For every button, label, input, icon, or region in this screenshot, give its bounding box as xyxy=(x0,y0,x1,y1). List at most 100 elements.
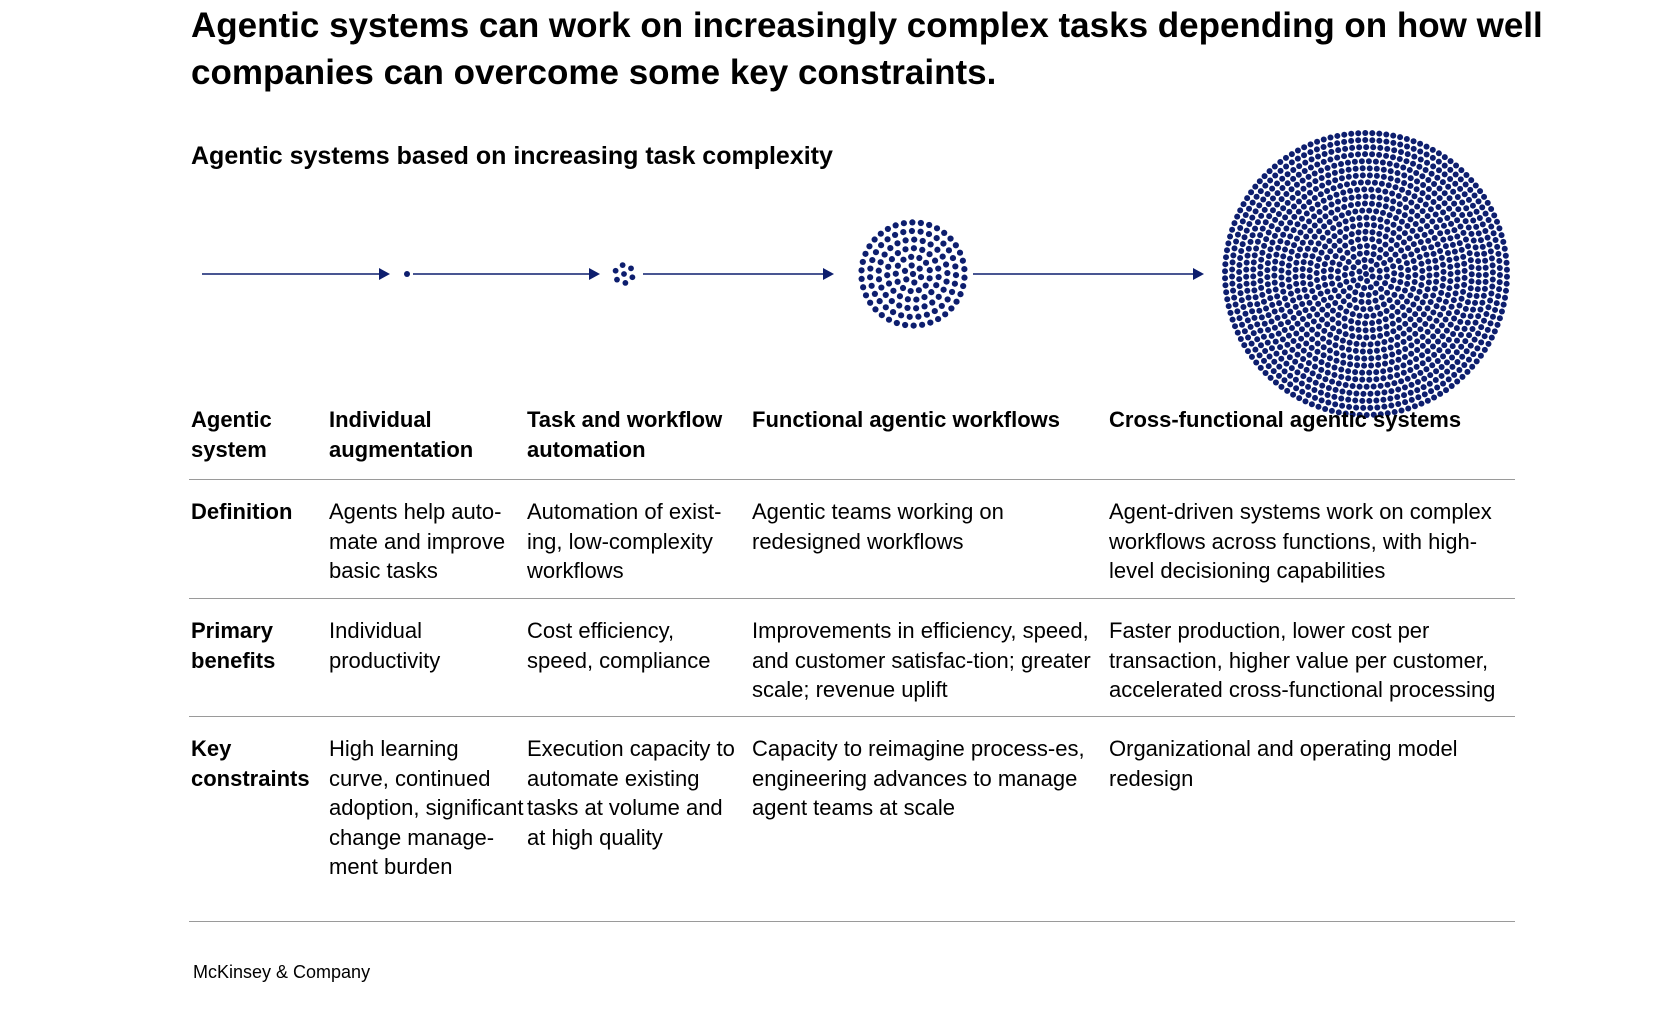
cluster-dot xyxy=(1353,390,1360,397)
cluster-dot xyxy=(1295,208,1302,215)
publisher-credit: McKinsey & Company xyxy=(193,962,371,982)
cluster-dot xyxy=(1291,213,1298,220)
cluster-dot xyxy=(1473,223,1480,230)
cluster-dot xyxy=(1453,325,1460,332)
cluster-dot xyxy=(1296,246,1303,253)
cluster-dot xyxy=(1459,212,1466,219)
cluster-dot xyxy=(1352,376,1359,383)
cluster-dot xyxy=(1444,214,1451,221)
cluster-dot xyxy=(1447,175,1454,182)
cluster-dot xyxy=(1448,382,1455,389)
cluster-dot xyxy=(1440,380,1447,387)
cluster-dot xyxy=(1321,223,1328,230)
cluster-dot xyxy=(1303,366,1310,373)
cluster-dot xyxy=(1326,355,1333,362)
cluster-dot xyxy=(1441,190,1448,197)
cluster-dot xyxy=(1350,223,1357,230)
cluster-dot xyxy=(1467,342,1474,349)
cluster-dot xyxy=(1327,248,1334,255)
cluster-dot xyxy=(1333,357,1340,364)
cluster-dot xyxy=(1322,204,1329,211)
cluster-dot xyxy=(1350,180,1357,187)
cluster-dot xyxy=(1314,161,1321,168)
cluster-dot xyxy=(1261,320,1268,327)
cluster-dot xyxy=(1378,180,1385,187)
constraints-cell: Capacity to reimagine process-es, engine… xyxy=(752,736,1085,820)
cluster-dot xyxy=(1344,249,1351,256)
cluster-dot xyxy=(1278,355,1285,362)
cluster-dot xyxy=(1448,220,1455,227)
cluster-dot xyxy=(1382,233,1389,240)
cluster-dot xyxy=(1489,276,1496,283)
cluster-dot xyxy=(1453,283,1460,290)
cluster-dot xyxy=(915,287,922,294)
row-label-definition: Definition xyxy=(191,499,293,524)
cluster-dot xyxy=(1431,234,1438,241)
cluster-dot xyxy=(1490,230,1497,237)
cluster-dot xyxy=(1294,221,1301,228)
cluster-dot xyxy=(1278,306,1285,313)
cluster-dot xyxy=(1222,261,1229,268)
cluster-dot xyxy=(1341,323,1348,330)
cluster-dot xyxy=(1467,186,1474,193)
cluster-dot xyxy=(1319,382,1326,389)
cluster-dot xyxy=(1328,209,1335,216)
cluster-dot xyxy=(1488,334,1495,341)
cluster-dot xyxy=(1462,181,1469,188)
cluster-dot xyxy=(1457,185,1464,192)
cluster-dot xyxy=(1376,274,1383,281)
cluster-dot xyxy=(1312,178,1319,185)
cluster-dot xyxy=(1416,316,1423,323)
cluster-dot xyxy=(1487,320,1494,327)
cluster-dot xyxy=(1433,264,1440,271)
cluster-dot xyxy=(1454,233,1461,240)
cluster-dot xyxy=(1300,356,1307,363)
cluster-dot xyxy=(1286,354,1293,361)
cluster-dot xyxy=(1356,250,1363,257)
cluster-dot xyxy=(1261,173,1268,180)
cluster-dot xyxy=(1287,372,1294,379)
cluster-dot xyxy=(1361,362,1368,369)
cluster-dot xyxy=(1302,307,1309,314)
cluster-dot xyxy=(1429,323,1436,330)
cluster-dot xyxy=(1422,321,1429,327)
cluster-dot xyxy=(1450,211,1457,218)
cluster-dot xyxy=(1280,288,1287,295)
constraints-cell: Execution capacity to automate existing … xyxy=(527,736,735,850)
cluster-dot xyxy=(1402,196,1409,203)
cluster-dot xyxy=(1417,148,1424,155)
cluster-dot xyxy=(1354,362,1361,369)
cluster-dot xyxy=(1277,238,1284,245)
cluster-dot xyxy=(1468,278,1475,285)
cluster-dot xyxy=(917,274,925,281)
cluster-dot xyxy=(1335,147,1342,154)
cluster-dot xyxy=(1303,293,1310,300)
cluster-dot xyxy=(1319,182,1326,189)
cluster-dot xyxy=(1400,330,1407,337)
cluster-dot xyxy=(919,237,926,245)
cluster-dot xyxy=(1458,246,1465,253)
cluster-dot xyxy=(404,271,410,277)
cluster-dot xyxy=(943,278,950,285)
cluster-dot xyxy=(1403,260,1410,267)
cluster-dot xyxy=(1422,201,1429,208)
cluster-dot xyxy=(1456,367,1463,374)
cluster-dot xyxy=(1441,200,1448,207)
cluster-dot xyxy=(1500,238,1507,245)
cluster-dot xyxy=(1460,288,1467,295)
cluster-dot xyxy=(1488,290,1495,297)
cluster-dot xyxy=(1373,280,1380,287)
cluster-dot xyxy=(1413,233,1420,240)
cluster-dot xyxy=(1324,164,1331,171)
cluster-dot xyxy=(1320,275,1327,282)
cluster-dot xyxy=(1442,298,1449,305)
cluster-dot xyxy=(1329,316,1336,323)
cluster-dot xyxy=(1369,137,1376,144)
cluster-dot xyxy=(1258,342,1264,349)
cluster-dot xyxy=(1448,303,1455,310)
header-individual-augmentation: Individual augmentation xyxy=(329,407,474,462)
cluster-dot xyxy=(1268,345,1275,352)
cluster-dot xyxy=(1271,163,1278,170)
cluster-dot xyxy=(1376,267,1383,274)
cluster-dot xyxy=(1373,347,1380,354)
